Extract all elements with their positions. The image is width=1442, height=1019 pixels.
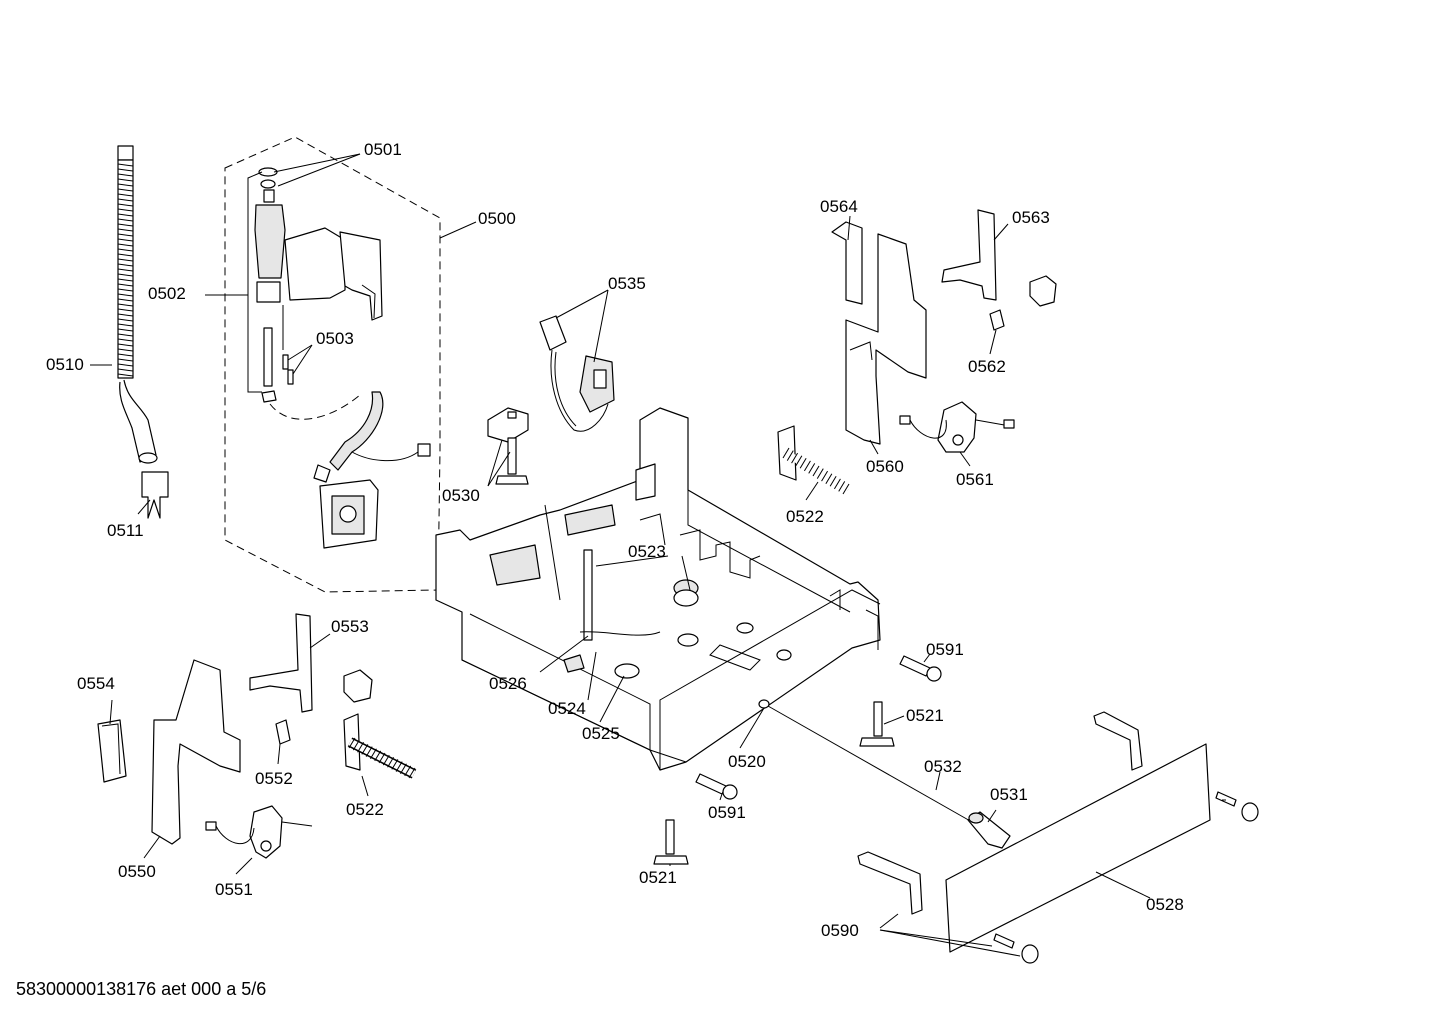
label-0526: 0526 [489,674,527,693]
label-0530: 0530 [442,486,480,505]
label-0501: 0501 [364,140,402,159]
label-0553: 0553 [331,617,369,636]
label-0561: 0561 [956,470,994,489]
label-0502: 0502 [148,284,186,303]
label-0590: 0590 [821,921,859,940]
label-0591-right: 0591 [926,640,964,659]
label-0562: 0562 [968,357,1006,376]
sensor-0535 [539,315,615,432]
label-0550: 0550 [118,862,156,881]
label-0528: 0528 [1146,895,1184,914]
bolt-0591-bottom [695,773,738,800]
label-0503: 0503 [316,329,354,348]
label-0521-bottom: 0521 [639,868,677,887]
panel-bracket-bottom [857,851,923,915]
clip-0563b [1029,275,1057,307]
label-0511: 0511 [107,521,144,540]
block-0530 [487,407,529,443]
bracket-0560 [845,233,927,445]
label-0563: 0563 [1012,208,1050,227]
rod-0532 [767,705,973,823]
label-0523: 0523 [628,542,666,561]
clip-0562 [989,309,1005,331]
bracket-0564 [831,221,863,305]
bracket-0550 [151,659,241,845]
label-0531: 0531 [990,785,1028,804]
leader-lines [90,153,1226,957]
bracket-0563 [941,209,997,301]
foot-0531 [967,811,1011,849]
switch-0561 [899,401,1015,453]
switch-0551 [205,805,313,859]
label-0525: 0525 [582,724,620,743]
clip-0554 [97,719,127,783]
inlet-valve-assembly [254,167,383,420]
label-0554: 0554 [77,674,115,693]
label-0560: 0560 [866,457,904,476]
drain-hose [117,145,158,464]
label-0522-left: 0522 [346,800,384,819]
spring-0522-left [343,713,417,779]
label-0500: 0500 [478,209,516,228]
screw-0521-right [859,701,895,747]
label-0520: 0520 [728,752,766,771]
valve-bracket [319,479,379,549]
label-0535: 0535 [608,274,646,293]
plinth-panel [945,743,1211,953]
label-0564: 0564 [820,197,858,216]
clip-0552 [275,719,291,745]
label-0522-right: 0522 [786,507,824,526]
screw-cap-right [1215,791,1259,822]
assembly-outline [224,136,441,593]
hose-coil [313,391,431,483]
label-0521-right: 0521 [906,706,944,725]
screw-cap-bottom [993,933,1039,964]
label-0551: 0551 [215,880,253,899]
spring-0522-right [777,425,850,495]
hose-clip [141,471,169,519]
label-0510: 0510 [46,355,84,374]
clip-0553b [343,669,373,703]
bracket-0553 [249,613,313,713]
screw-0521-bottom [653,819,689,865]
label-0591-bottom: 0591 [708,803,746,822]
base-tub [435,407,881,771]
bolt-0591-right [899,655,942,682]
label-0552: 0552 [255,769,293,788]
label-0532: 0532 [924,757,962,776]
panel-bracket-top [1093,711,1143,771]
label-0524: 0524 [548,699,586,718]
document-code: 58300000138176 aet 000 a 5/6 [16,979,267,999]
part-labels: 0501 0500 0502 0503 0510 0511 0535 0530 … [46,140,1184,940]
